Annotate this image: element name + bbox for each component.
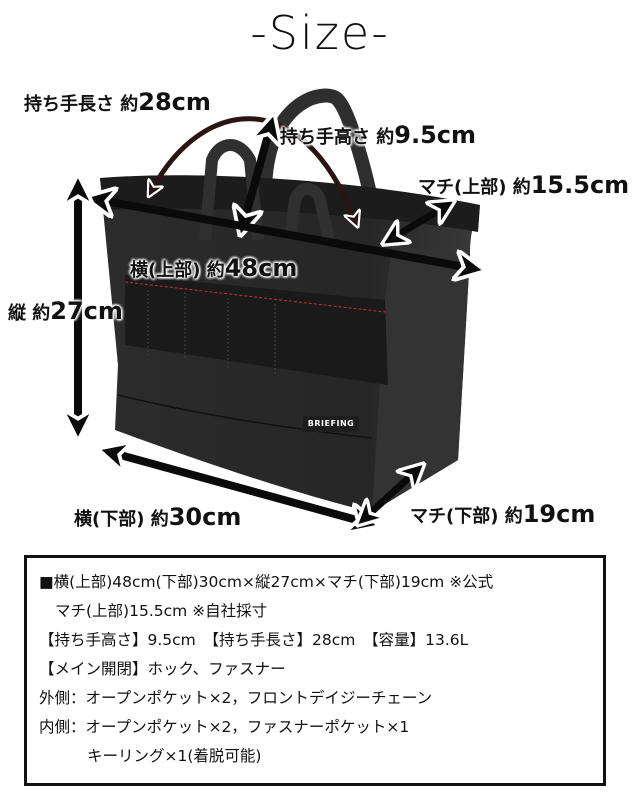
label-width-top: 横(上部) 約48cm (130, 254, 298, 282)
spec-line-dimensions: ■横(上部)48cm(下部)30cm×縦27cm×マチ(下部)19cm ※公式 (39, 573, 494, 591)
label-width-bottom: 横(下部) 約30cm (74, 503, 242, 531)
bag-dimension-figure (0, 72, 640, 542)
label-height: 縦 約27cm (8, 297, 123, 325)
spec-line-gusset-top: マチ(上部)15.5cm ※自社採寸 (55, 602, 268, 620)
spec-line-interior: 内側：オープンポケット×2，ファスナーポケット×1 (39, 718, 410, 736)
spec-box: ■横(上部)48cm(下部)30cm×縦27cm×マチ(下部)19cm ※公式 … (24, 555, 606, 786)
spec-line-exterior: 外側：オープンポケット×2，フロントデイジーチェーン (39, 689, 433, 707)
label-handle-length: 持ち手長さ 約28cm (24, 88, 211, 116)
bag-illustration (0, 88, 640, 542)
spec-line-main-closure: 【メイン開閉】ホック、ファスナー (39, 660, 286, 678)
width-top-arrow (100, 200, 470, 268)
brand-tag: BRIEFING (303, 416, 359, 432)
spec-line-handle-capacity: 【持ち手高さ】9.5cm 【持ち手長さ】28cm 【容量】13.6L (39, 631, 469, 649)
label-gusset-bottom: マチ(下部) 約19cm (410, 500, 596, 528)
width-bottom-arrow (113, 453, 364, 522)
label-gusset-top: マチ(上部) 約15.5cm (418, 171, 630, 199)
label-handle-height: 持ち手高さ 約9.5cm (280, 121, 477, 149)
spec-line-key-ring: キーリング×1(着脱可能) (87, 747, 262, 765)
page-title: -Size- (250, 6, 390, 60)
gusset-bottom-arrow (366, 472, 415, 517)
